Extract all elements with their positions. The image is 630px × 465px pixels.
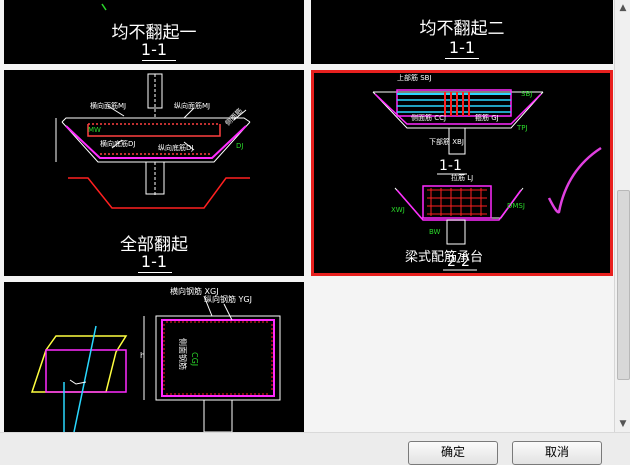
tile-drawing: 横向面筋MJ 纵向面筋MJ 横向底筋DJ 纵向底筋DJ 侧面筋 MW DJ xyxy=(55,73,251,209)
label-hook: 拉筋 LJ xyxy=(451,173,473,182)
label-side: 侧面筋 xyxy=(223,106,244,127)
label-mw: MW xyxy=(88,126,101,134)
label-dj: DJ xyxy=(236,142,243,150)
label-bottom-l: 纵向底筋DJ xyxy=(158,143,193,152)
label-horizontal-rebar: 横向钢筋 XGJ xyxy=(170,286,219,296)
section-underline xyxy=(138,272,172,273)
label-tpj: TPJ xyxy=(516,124,528,132)
pile-cap-option-uniform-no-turnup-2[interactable]: 均不翻起二 1-1 xyxy=(311,0,613,64)
cancel-button[interactable]: 取消 xyxy=(512,441,602,465)
section-underline xyxy=(445,58,479,59)
tile-caption: 均不翻起二 xyxy=(419,19,505,39)
label-bw: BW xyxy=(429,228,441,236)
section-label-bottom: 2-2 xyxy=(447,254,470,270)
scroll-up-arrow-icon[interactable]: ▲ xyxy=(619,3,627,13)
label-vertical-rebar: 纵向钢筋 YGJ xyxy=(204,294,252,304)
label-top-rebar: 横向面筋MJ xyxy=(90,101,126,110)
tile-drawing xyxy=(101,3,107,11)
label-bottom-rebar: 下部筋 XBJ xyxy=(429,137,464,146)
label-h: h xyxy=(140,351,145,360)
pile-cap-option-all-turnup[interactable]: 横向面筋MJ 纵向面筋MJ 横向底筋DJ 纵向底筋DJ 侧面筋 MW DJ 全部… xyxy=(4,70,304,276)
tile-caption: 梁式配筋承台 xyxy=(405,250,484,265)
label-cgj: CGJ xyxy=(190,352,199,366)
tile-drawing: 上部筋 SBJ 侧面筋 CCJ 箍筋 GJ 下部筋 XBJ SBJ TPJ 1-… xyxy=(372,73,602,271)
check-mark-icon xyxy=(547,146,602,214)
pile-cap-gallery: 均不翻起一 1-1 均不翻起二 1-1 xyxy=(4,0,613,432)
label-side-rebar: 侧面筋 CCJ xyxy=(411,113,446,122)
section-label-top: 1-1 xyxy=(439,158,462,174)
label-long-rebar: 纵向面筋MJ xyxy=(174,101,210,110)
scroll-down-arrow-icon[interactable]: ▼ xyxy=(619,419,627,429)
label-bottom-h: 横向底筋DJ xyxy=(100,139,135,148)
pile-cap-option-reinforcement-plan[interactable]: 横向钢筋 XGJ 纵向钢筋 YGJ 侧面钢筋 CGJ h xyxy=(4,282,304,432)
tile-caption: 全部翻起 xyxy=(120,235,188,255)
tile-drawing: 横向钢筋 XGJ 纵向钢筋 YGJ 侧面钢筋 CGJ h xyxy=(30,286,281,432)
section-underline xyxy=(142,60,176,61)
scrollbar-thumb[interactable] xyxy=(617,190,630,380)
label-stirrup: 箍筋 GJ xyxy=(475,113,499,122)
label-sbj: SBJ xyxy=(521,90,532,98)
pile-cap-option-uniform-no-turnup-1[interactable]: 均不翻起一 1-1 xyxy=(4,0,304,64)
ok-button[interactable]: 确定 xyxy=(408,441,498,465)
label-dmsj: DMSJ xyxy=(507,202,525,210)
vertical-scrollbar[interactable]: ▲ ▼ xyxy=(614,0,630,432)
pile-cap-option-beam-type[interactable]: 上部筋 SBJ 侧面筋 CCJ 箍筋 GJ 下部筋 XBJ SBJ TPJ 1-… xyxy=(311,70,613,276)
label-xwj: XWJ xyxy=(391,206,405,214)
tile-section-label: 1-1 xyxy=(448,38,476,57)
tile-section-label: 1-1 xyxy=(140,40,168,59)
tile-section-label: 1-1 xyxy=(140,252,168,271)
label-top-rebar: 上部筋 SBJ xyxy=(397,73,432,82)
label-side-rebar: 侧面钢筋 xyxy=(178,338,188,370)
tile-caption: 均不翻起一 xyxy=(111,23,197,43)
dialog-footer: 确定 取消 xyxy=(0,432,630,465)
